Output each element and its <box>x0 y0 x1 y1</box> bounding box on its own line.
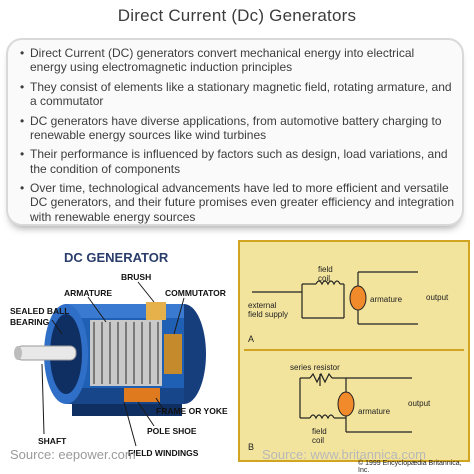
label-b-series-resistor: series resistor <box>290 363 340 372</box>
circuit-b <box>299 372 412 433</box>
bullet-list: Direct Current (DC) generators convert m… <box>20 46 454 229</box>
label-b-output: output <box>408 399 431 408</box>
circuit-diagram-panel: field coil external field supply armatur… <box>238 240 470 462</box>
illustration-heading: DC GENERATOR <box>64 250 169 265</box>
label-sealed-ball: SEALED BALL <box>10 306 70 316</box>
label-commutator: COMMUTATOR <box>165 288 226 298</box>
label-a-output: output <box>426 293 449 302</box>
label-a-field: field <box>318 265 333 274</box>
bullet-item: DC generators have diverse applications,… <box>20 114 454 143</box>
armature-symbol-b <box>337 391 355 417</box>
label-a-field-supply: field supply <box>248 310 288 319</box>
circuit-svg: field coil external field supply armatur… <box>244 265 464 452</box>
label-a-letter: A <box>248 334 254 344</box>
label-bearing: BEARING <box>10 317 50 327</box>
circuit-a <box>252 271 418 325</box>
summary-panel: Direct Current (DC) generators convert m… <box>6 38 464 226</box>
label-a-coil: coil <box>318 274 330 283</box>
label-field-windings: FIELD WINDINGS <box>128 448 199 458</box>
label-b-field: field <box>312 427 327 436</box>
label-brush: BRUSH <box>121 272 151 282</box>
label-b-coil: coil <box>312 436 324 445</box>
dc-generator-illustration: DC GENERATOR <box>6 238 236 464</box>
leader-lines <box>41 281 185 447</box>
page-title: Direct Current (Dc) Generators <box>117 6 357 25</box>
copyright-credit: © 1999 Encyclopædia Britannica, Inc. <box>358 460 462 474</box>
label-b-armature: armature <box>358 407 391 416</box>
bullet-item: Their performance is influenced by facto… <box>20 147 454 176</box>
label-armature: ARMATURE <box>64 288 112 298</box>
label-pole-shoe: POLE SHOE <box>147 426 197 436</box>
label-a-external: external <box>248 301 277 310</box>
bullet-item: They consist of elements like a stationa… <box>20 80 454 109</box>
bullet-item: Direct Current (DC) generators convert m… <box>20 46 454 75</box>
source-left: Source: eepower.com <box>10 447 136 462</box>
label-b-letter: B <box>248 442 254 452</box>
label-a-armature: armature <box>370 295 403 304</box>
bullet-item: Over time, technological advancements ha… <box>20 181 454 224</box>
armature-symbol-a <box>349 285 367 311</box>
label-shaft: SHAFT <box>38 436 67 446</box>
label-frame-or-yoke: FRAME OR YOKE <box>156 406 228 416</box>
source-right: Source: www.britannica.com <box>262 447 427 462</box>
dc-generator-svg: DC GENERATOR <box>10 250 228 458</box>
